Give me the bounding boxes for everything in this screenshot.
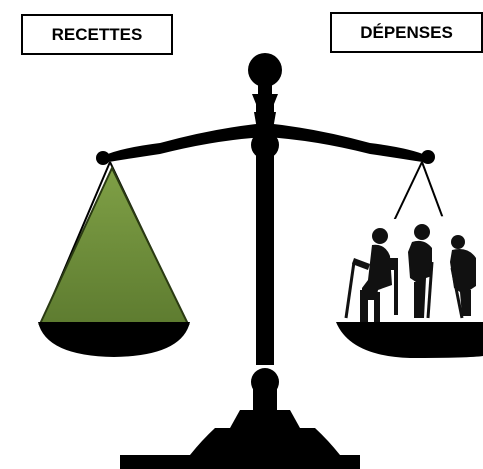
right-pan — [336, 322, 483, 358]
green-triangle-icon — [38, 165, 190, 325]
scale-pillar — [120, 112, 360, 469]
elderly-people-silhouettes — [344, 224, 476, 322]
left-pan — [38, 322, 190, 357]
elderly-photo-background — [334, 214, 483, 330]
bent-elder-icon — [450, 235, 476, 319]
standing-elder-icon — [408, 224, 434, 319]
depenses-label: DÉPENSES — [330, 12, 483, 53]
depenses-text: DÉPENSES — [360, 22, 453, 42]
beam-left-end — [96, 151, 110, 165]
recettes-label: RECETTES — [21, 14, 173, 55]
seated-elder-icon — [344, 228, 398, 322]
recettes-text: RECETTES — [51, 24, 143, 44]
scale-finial — [248, 53, 282, 115]
beam-right-end — [421, 150, 435, 164]
